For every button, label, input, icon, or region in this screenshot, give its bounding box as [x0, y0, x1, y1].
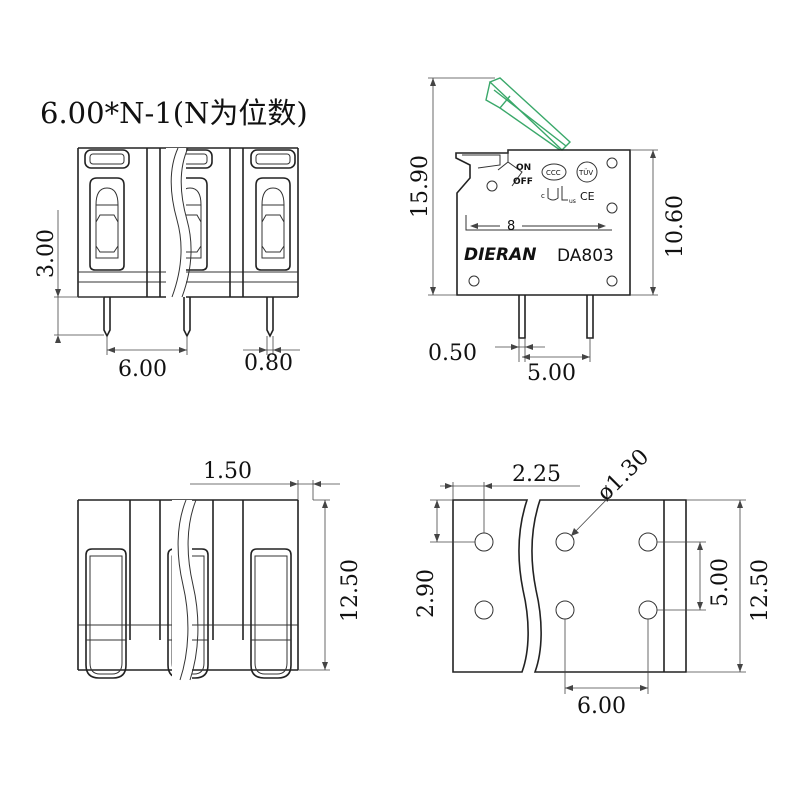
- side-dim-pin-width: 0.50: [428, 338, 545, 366]
- bottom-holes: [474, 532, 658, 620]
- front-pole-3: [250, 149, 296, 271]
- top-dim-gap: 1.50: [190, 459, 340, 500]
- lever-open-outline: [485, 77, 572, 151]
- side-view: ON OFF CCC TÜV c us CE: [408, 77, 688, 386]
- side-dim-pin-spacing-label: 5.00: [527, 361, 576, 386]
- front-dim-pitch: 6.00: [106, 336, 188, 382]
- series-formula-title: 6.00*N-1(N为位数): [40, 96, 308, 130]
- marking-ce: CE: [580, 190, 595, 203]
- ccc-logo: CCC: [541, 163, 567, 181]
- front-pole-1: [84, 149, 130, 271]
- top-slot-3: [250, 548, 292, 679]
- side-pins: [518, 295, 594, 339]
- top-break-lines: [172, 499, 199, 681]
- front-dim-pin-width-label: 0.80: [244, 351, 293, 376]
- front-dim-height-label: 3.00: [34, 229, 59, 278]
- marking-ul: c: [541, 192, 545, 200]
- top-slot-1: [85, 548, 127, 679]
- brand-label: DIERAN: [464, 245, 537, 265]
- bottom-view: 2.25 ø1.30 2.90 5.00: [414, 445, 773, 719]
- bottom-dim-depth: 12.50: [686, 499, 773, 673]
- top-dim-depth: 12.50: [298, 499, 363, 671]
- side-dim-body-height: 10.60: [630, 149, 688, 296]
- side-body-outline: [455, 149, 631, 296]
- front-dim-pitch-label: 6.00: [118, 357, 167, 382]
- bottom-dim-hole-offset-label: 2.90: [414, 569, 439, 618]
- model-label: DA803: [557, 246, 614, 266]
- top-dim-depth-label: 12.50: [338, 559, 363, 622]
- bottom-dim-edge-label: 2.25: [512, 462, 561, 487]
- side-dim-body-height-label: 10.60: [663, 195, 688, 258]
- marking-wire-size: 8: [507, 219, 515, 234]
- side-holes: [468, 157, 618, 287]
- bottom-dim-row-spacing-label: 5.00: [708, 558, 733, 607]
- front-body-outline: [77, 147, 299, 298]
- bottom-dim-pitch-label: 6.00: [577, 694, 626, 719]
- tuv-logo: TÜV: [576, 161, 598, 183]
- front-dim-height: 3.00: [34, 210, 104, 343]
- marking-on: ON: [516, 163, 531, 173]
- top-view: 1.50 12.50: [77, 459, 363, 681]
- side-dim-pin-width-label: 0.50: [428, 341, 477, 366]
- bottom-dim-edge: 2.25: [440, 462, 580, 533]
- bottom-dim-hole-offset: 2.90: [414, 499, 475, 618]
- marking-ccc: CCC: [546, 169, 561, 177]
- front-break-lines: [166, 147, 192, 298]
- marking-off: OFF: [513, 177, 533, 187]
- side-dim-total-height: 15.90: [408, 77, 495, 296]
- front-pins: [103, 297, 274, 338]
- front-dim-pin-width: 0.80: [243, 336, 300, 376]
- ul-logo: c us: [541, 186, 576, 205]
- side-dim-pin-spacing: 5.00: [522, 338, 591, 386]
- bottom-dim-hole-label: ø1.30: [593, 445, 655, 507]
- bottom-body-outline: [452, 499, 687, 673]
- marking-tuv: TÜV: [578, 168, 593, 177]
- bottom-dim-hole: ø1.30: [570, 445, 655, 537]
- side-dim-total-height-label: 15.90: [408, 155, 433, 218]
- bottom-dim-pitch: 6.00: [564, 619, 649, 719]
- side-markings: ON OFF CCC TÜV c us CE: [464, 161, 614, 266]
- bottom-dim-depth-label: 12.50: [748, 559, 773, 622]
- strip-length-indicator: 8: [465, 215, 612, 234]
- top-dim-gap-label: 1.50: [203, 459, 252, 484]
- front-view: 3.00 6.00 0.80: [34, 147, 300, 382]
- bottom-dim-row-spacing: 5.00: [657, 541, 733, 611]
- marking-us: us: [569, 198, 576, 205]
